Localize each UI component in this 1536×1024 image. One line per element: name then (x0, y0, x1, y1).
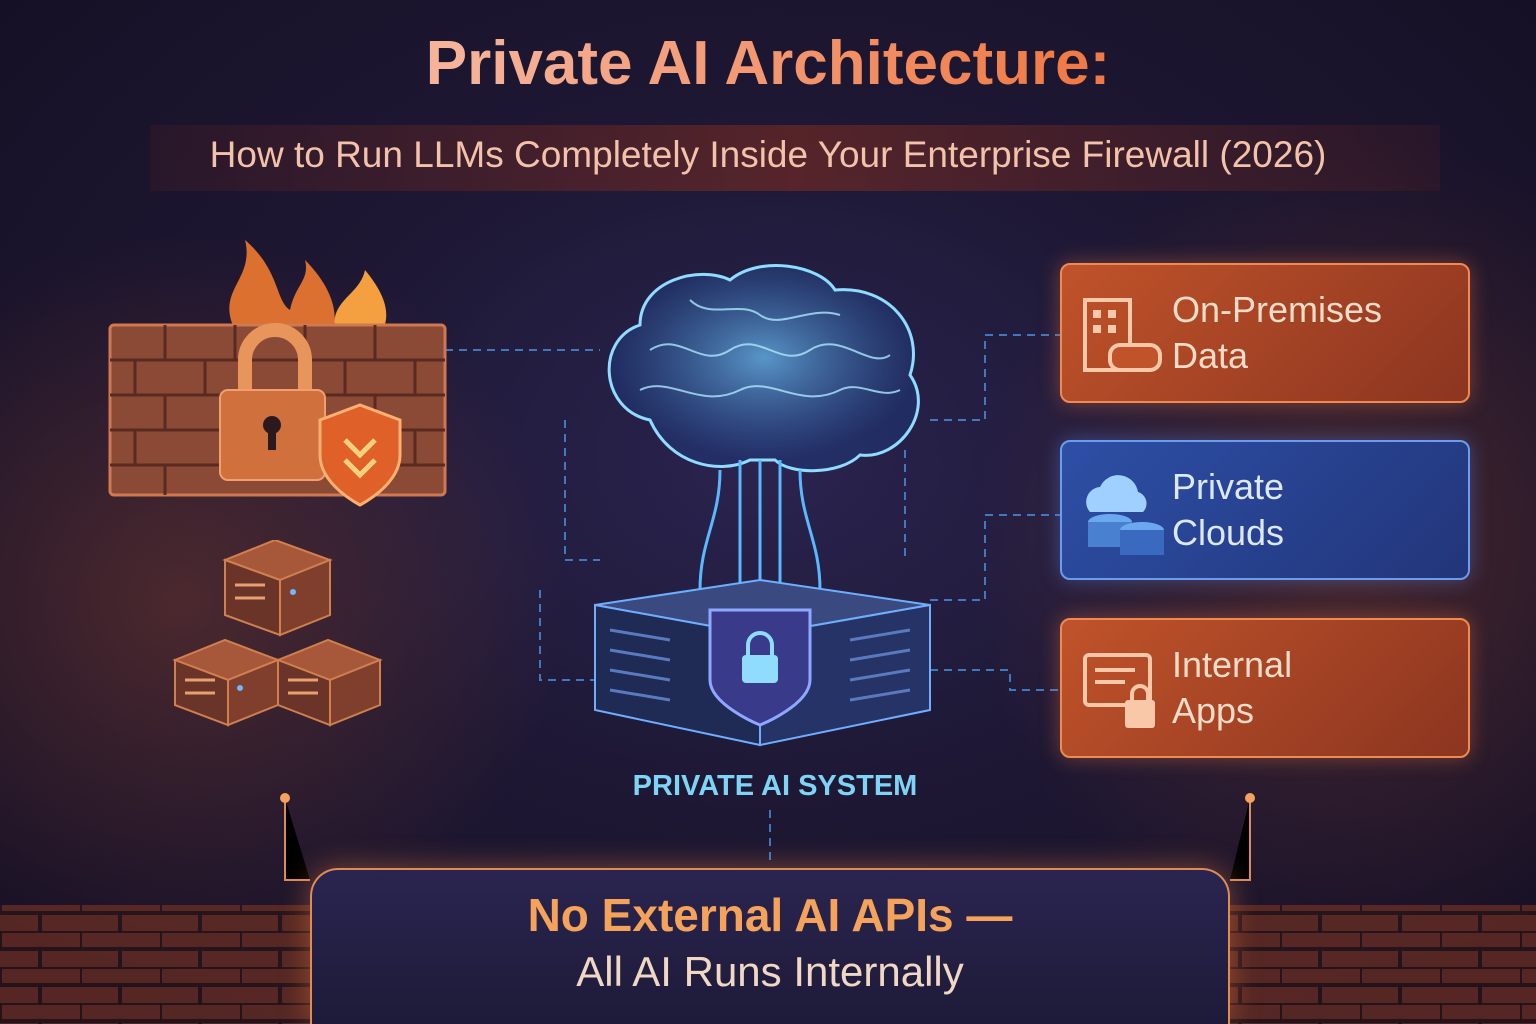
firewall-icon (108, 240, 447, 507)
brain-icon (607, 264, 920, 473)
page-title: Private AI Architecture: (0, 28, 1536, 99)
page-subtitle: How to Run LLMs Completely Inside Your E… (209, 134, 1327, 175)
brick-wall-decoration (0, 905, 1536, 1024)
footer-subline: All AI Runs Internally (576, 948, 964, 995)
footer-headline: No External AI APIs — (527, 889, 1013, 941)
subtitle-band (150, 125, 1440, 191)
ai-brain-server-illustration (594, 264, 931, 747)
lock-icon (742, 655, 778, 683)
card-label-line1: Private (1172, 466, 1285, 507)
footer-panel (310, 868, 1230, 1024)
card-label-line1: On-Premises (1172, 289, 1383, 330)
flame-icon (229, 240, 335, 335)
private-ai-system-label: PRIVATE AI SYSTEM (632, 770, 918, 802)
card-label-line2: Apps (1172, 690, 1255, 731)
building-database-icon (1083, 298, 1162, 372)
card-label-line1: Internal (1172, 644, 1293, 685)
card-label-line2: Data (1172, 335, 1249, 376)
server-stack-icon (172, 540, 383, 727)
card-label-line2: Clouds (1172, 512, 1285, 553)
app-window-lock-icon (1083, 653, 1155, 728)
cloud-database-icon (1086, 475, 1164, 555)
